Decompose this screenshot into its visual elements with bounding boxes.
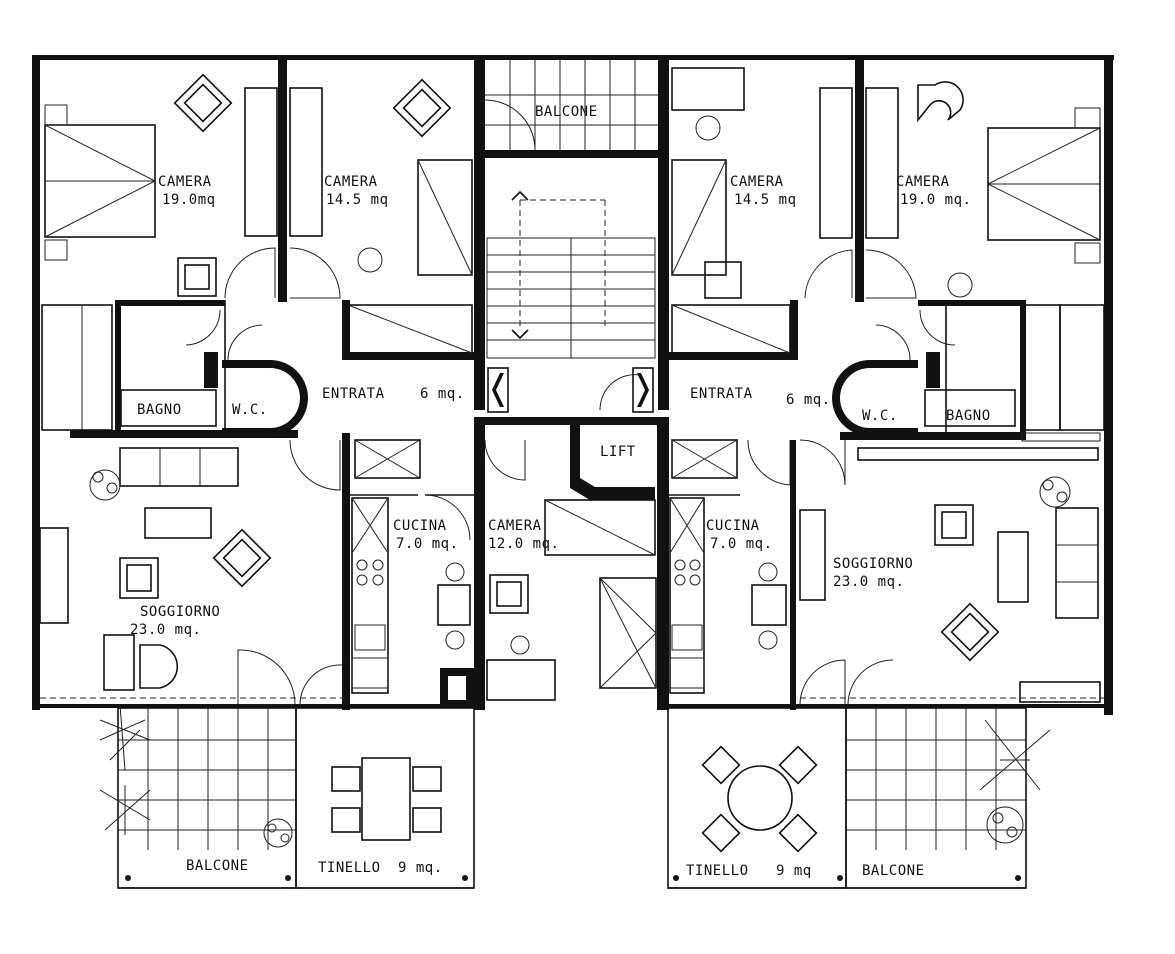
entrata-left-name: ENTRATA xyxy=(322,386,385,402)
wardrobes xyxy=(41,67,1105,431)
camera-2-area: 14.5 mq xyxy=(326,192,389,208)
tinello-left-area: 9 mq. xyxy=(398,860,443,876)
camera-1-name: CAMERA xyxy=(158,174,212,190)
camera-4-name: CAMERA xyxy=(896,174,950,190)
camera-2-name: CAMERA xyxy=(324,174,378,190)
closets xyxy=(347,159,791,556)
entrance-arrows xyxy=(487,367,654,413)
balcone-left-name: BALCONE xyxy=(186,858,249,874)
stair xyxy=(486,190,656,359)
furniture xyxy=(39,73,1101,703)
structural-walls xyxy=(32,55,1114,715)
entrata-right-area: 6 mq. xyxy=(786,392,831,408)
lift-name: LIFT xyxy=(600,444,636,460)
cucina-right-name: CUCINA xyxy=(706,518,760,534)
bagno-left-name: BAGNO xyxy=(137,402,182,418)
entrata-left-area: 6 mq. xyxy=(420,386,465,402)
camera-3-area: 14.5 mq xyxy=(734,192,797,208)
soggiorno-right-name: SOGGIORNO xyxy=(833,556,913,572)
camera-center-area: 12.0 mq. xyxy=(488,536,559,552)
wc-left-name: W.C. xyxy=(232,402,268,418)
camera-1-area: 19.0mq xyxy=(162,192,216,208)
partitions xyxy=(39,60,1105,706)
tinello-left-name: TINELLO xyxy=(318,860,381,876)
tinello-right-area: 9 mq xyxy=(776,863,812,879)
lower-terraces xyxy=(117,707,1027,889)
wc-right-name: W.C. xyxy=(862,408,898,424)
kitchen-counters xyxy=(351,497,787,694)
soggiorno-left-area: 23.0 mq. xyxy=(130,622,201,638)
tiles-left xyxy=(118,708,296,850)
beds xyxy=(44,104,1101,689)
tinello-right-name: TINELLO xyxy=(686,863,749,879)
camera-center-name: CAMERA xyxy=(488,518,542,534)
room-labels: CAMERA 19.0mq CAMERA 14.5 mq BALCONE CAM… xyxy=(130,104,991,879)
soggiorno-right-area: 23.0 mq. xyxy=(833,574,904,590)
soggiorno-left-name: SOGGIORNO xyxy=(140,604,220,620)
camera-3-name: CAMERA xyxy=(730,174,784,190)
plant-icon xyxy=(89,469,1071,848)
camera-4-area: 19.0 mq. xyxy=(900,192,971,208)
tiles-right xyxy=(846,708,1026,850)
dining-table-left xyxy=(331,757,442,841)
cucina-left-area: 7.0 mq. xyxy=(396,536,459,552)
bagno-right-name: BAGNO xyxy=(946,408,991,424)
balcone-right-name: BALCONE xyxy=(862,863,925,879)
entrata-right-name: ENTRATA xyxy=(690,386,753,402)
cucina-left-name: CUCINA xyxy=(393,518,447,534)
dining-table-right xyxy=(701,745,818,853)
balcone-top-name: BALCONE xyxy=(535,104,598,120)
top-balcony-tiles xyxy=(485,60,658,150)
cucina-right-area: 7.0 mq. xyxy=(710,536,773,552)
